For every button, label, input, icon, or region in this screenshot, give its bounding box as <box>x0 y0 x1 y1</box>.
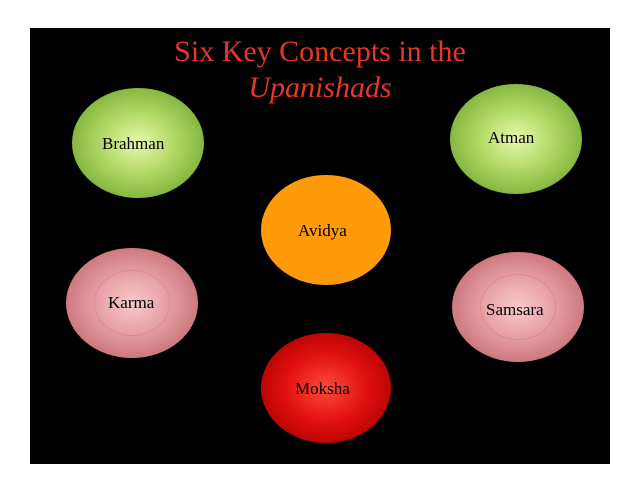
concept-avidya: Avidya <box>261 175 391 285</box>
concept-label: Avidya <box>298 221 347 240</box>
title-line-1: Six Key Concepts in the <box>174 35 466 68</box>
concept-label: Brahman <box>102 134 165 153</box>
concept-samsara: Samsara <box>452 252 584 362</box>
slide: Six Key Concepts in the Upanishads Brahm… <box>30 28 610 464</box>
concept-atman: Atman <box>450 84 582 194</box>
title-line-2: Upanishads <box>248 71 392 104</box>
concept-karma: Karma <box>66 248 198 358</box>
concept-label: Atman <box>488 128 535 147</box>
concept-label: Samsara <box>486 300 544 319</box>
concept-brahman: Brahman <box>72 88 204 198</box>
concept-label: Moksha <box>295 379 350 398</box>
concept-label: Karma <box>108 293 155 312</box>
concept-moksha: Moksha <box>261 333 391 443</box>
slide-title: Six Key Concepts in the Upanishads <box>30 34 610 106</box>
